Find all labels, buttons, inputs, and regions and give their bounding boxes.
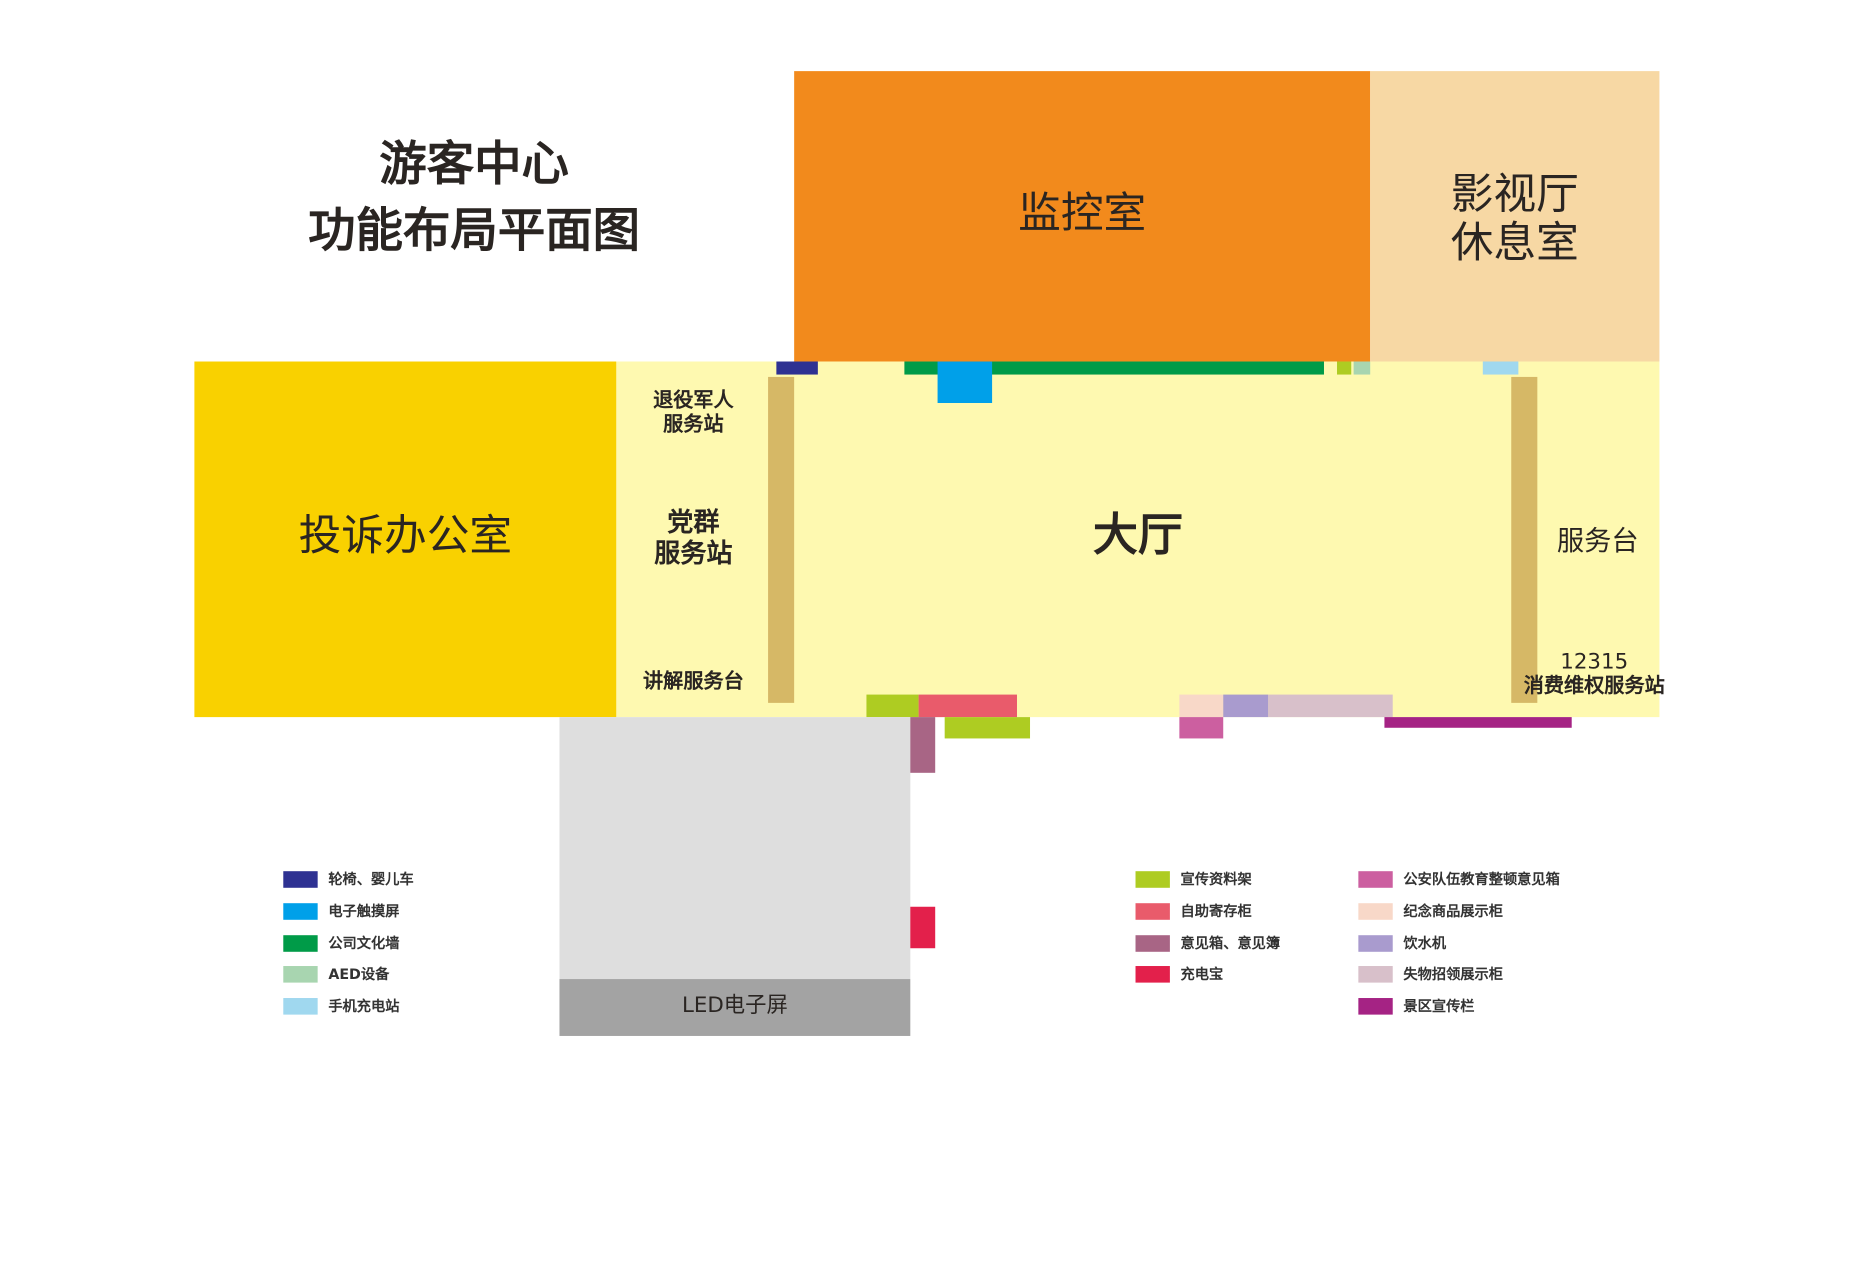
legend-label: 自助寄存柜 xyxy=(1180,902,1252,920)
legend-label: AED设备 xyxy=(328,966,390,984)
legend-swatch xyxy=(1135,871,1170,888)
pillar-right xyxy=(1511,376,1538,703)
wheelchair-marker xyxy=(776,361,818,375)
room-cinema-label-1: 影视厅 xyxy=(1450,170,1579,220)
room-complaint xyxy=(194,361,617,718)
brochure-rack-marker-1 xyxy=(866,694,919,718)
legend-label: 饮水机 xyxy=(1403,934,1447,952)
legend-label: 轮椅、婴儿车 xyxy=(328,871,414,888)
suggestion-box-marker xyxy=(910,717,936,773)
room-monitor-label: 监控室 xyxy=(1018,189,1147,239)
consumer-label-2: 消费维权服务站 xyxy=(1523,674,1665,699)
legend-swatch xyxy=(1358,966,1393,984)
led-screen-label: LED电子屏 xyxy=(681,993,788,1019)
legend-swatch xyxy=(1135,902,1170,920)
legend-label: 公安队伍教育整顿意见箱 xyxy=(1403,871,1560,888)
led-area xyxy=(559,717,911,980)
room-monitor xyxy=(794,71,1371,362)
aed-marker xyxy=(1353,361,1371,375)
legend-swatch xyxy=(1358,934,1393,952)
culture-wall-marker xyxy=(904,361,1324,375)
legend-swatch xyxy=(283,902,318,920)
veterans-label-1: 退役军人 xyxy=(653,388,734,413)
phone-charging-marker xyxy=(1482,361,1519,375)
legend-label: 充电宝 xyxy=(1180,966,1224,984)
police-suggestion-marker xyxy=(1179,717,1224,739)
led-screen xyxy=(559,979,911,1036)
title-line1: 游客中心 xyxy=(379,137,569,193)
power-bank-marker xyxy=(910,906,936,949)
legend-swatch xyxy=(1358,902,1393,920)
party-label-1: 党群 xyxy=(667,508,720,539)
party-label-2: 服务站 xyxy=(654,539,733,569)
legend-swatch xyxy=(1358,998,1393,1015)
pillar-left xyxy=(768,376,795,703)
legend-label: 公司文化墙 xyxy=(328,934,400,952)
veterans-label-2: 服务站 xyxy=(663,412,724,437)
lost-found-marker xyxy=(1268,694,1393,718)
legend-swatch xyxy=(1358,871,1393,888)
room-cinema-label-2: 休息室 xyxy=(1450,219,1579,268)
legend-label: 宣传资料架 xyxy=(1180,871,1252,888)
hall-label: 大厅 xyxy=(1092,508,1183,561)
legend-swatch xyxy=(1135,934,1170,952)
consumer-label-1: 12315 xyxy=(1560,649,1629,675)
legend-label: 手机充电站 xyxy=(328,998,400,1015)
service-desk-label: 服务台 xyxy=(1556,526,1639,558)
legend-swatch xyxy=(283,998,318,1015)
legend-label: 失物招领展示柜 xyxy=(1403,966,1503,984)
legend-label: 意见箱、意见簿 xyxy=(1180,934,1281,952)
guide-desk-label: 讲解服务台 xyxy=(643,669,744,694)
room-complaint-label: 投诉办公室 xyxy=(298,512,513,561)
legend-label: 景区宣传栏 xyxy=(1403,998,1475,1015)
bulletin-board-marker xyxy=(1384,717,1572,728)
legend-label: 电子触摸屏 xyxy=(328,902,400,920)
souvenir-cabinet-marker xyxy=(1179,694,1224,718)
title-line2: 功能布局平面图 xyxy=(308,203,641,259)
legend-swatch xyxy=(1135,966,1170,984)
legend-swatch xyxy=(283,871,318,888)
legend-swatch xyxy=(283,966,318,984)
legend-label: 纪念商品展示柜 xyxy=(1403,902,1503,920)
water-dispenser-marker xyxy=(1223,694,1269,718)
locker-marker xyxy=(918,694,1017,718)
legend-swatch xyxy=(283,934,318,952)
brochure-rack-marker-2 xyxy=(944,717,1031,739)
room-cinema xyxy=(1370,71,1660,362)
brochure-rack-marker-top xyxy=(1337,361,1352,375)
touchscreen-marker xyxy=(937,361,993,404)
